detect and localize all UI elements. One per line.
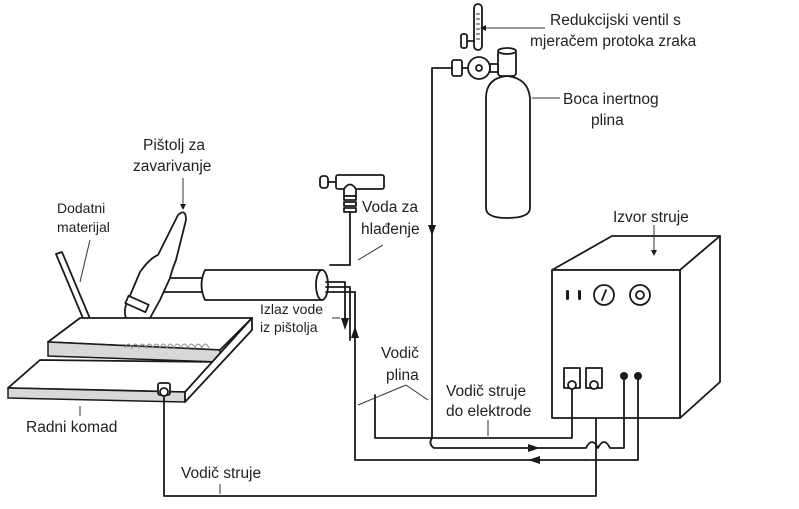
water-outlet-label-2: iz pištolja [260, 319, 318, 335]
cooling-water-label-2: hlađenje [361, 221, 420, 238]
gas-conductor-label-2: plina [386, 367, 419, 384]
gas-conductor-label-1: Vodič [381, 345, 419, 362]
electrode-cable-label-1: Vodič struje [446, 383, 526, 400]
reducing-valve-label-1: Redukcijski ventil s [550, 12, 681, 29]
torch-label-2: zavarivanje [133, 158, 211, 175]
reducing-valve [451, 3, 499, 80]
power-source [551, 235, 721, 419]
water-tap [319, 174, 385, 266]
cooling-water-label-1: Voda za [362, 199, 418, 216]
workpiece-label: Radni komad [26, 419, 117, 436]
reducing-valve-label-2: mjeračem protoka zraka [530, 33, 697, 50]
water-outlet-label-1: Izlaz vode [260, 301, 323, 317]
ground-cable-label: Vodič struje [181, 465, 261, 482]
filler-label-2: materijal [57, 219, 110, 235]
gas-cylinder [485, 47, 531, 219]
leader-lines [79, 25, 657, 494]
torch-label-1: Pištolj za [143, 137, 205, 154]
workpiece [7, 317, 253, 403]
gas-cylinder-label-2: plina [591, 112, 624, 129]
filler-label-1: Dodatni [57, 200, 105, 216]
ground-cable [163, 385, 597, 497]
gas-cylinder-label-1: Boca inertnog [563, 91, 659, 108]
electrode-cable-label-2: do elektrode [446, 403, 531, 420]
power-source-label: Izvor struje [613, 209, 689, 226]
